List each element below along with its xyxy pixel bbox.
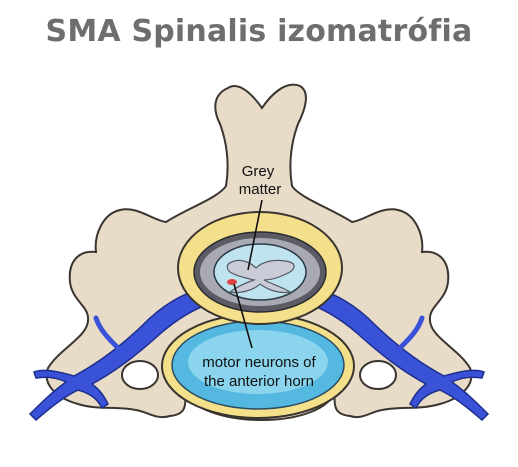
grey-matter-label-line1: Grey [242, 163, 275, 180]
left-foramen [121, 360, 159, 390]
motor-neurons-label-line2: the anterior horn [204, 373, 314, 390]
motor-neurons-pointer [233, 283, 253, 349]
grey-matter [226, 259, 295, 294]
left-spinal-nerve [28, 285, 215, 422]
right-foramen [359, 360, 397, 390]
grey-matter-label-line2: matter [239, 181, 282, 198]
right-spinal-nerve [303, 285, 490, 422]
left-nerve-branch [93, 315, 121, 351]
grey-matter-pointer [247, 199, 263, 271]
motor-neurons-label-line1: motor neurons of [202, 354, 316, 371]
motor-neurons-marker [227, 279, 237, 285]
vertebral-body-core [188, 330, 328, 394]
right-nerve-branch [397, 315, 425, 351]
diagram-title: SMA Spinalis izomatrófia [45, 14, 473, 49]
